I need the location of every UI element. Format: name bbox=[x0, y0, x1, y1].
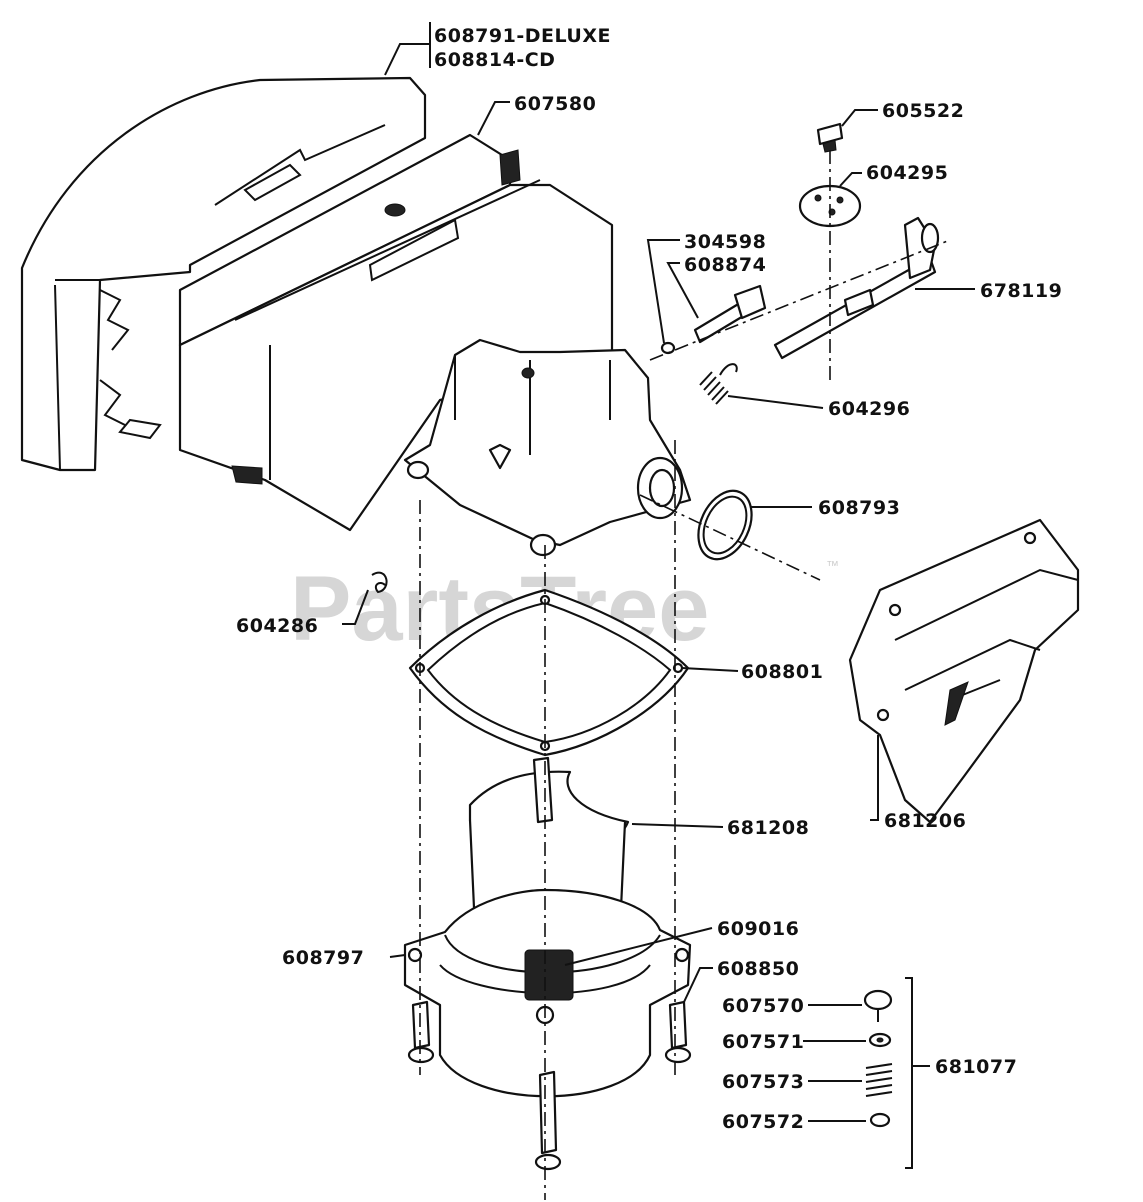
label-608793[interactable]: 608793 bbox=[818, 497, 900, 519]
label-607572[interactable]: 607572 bbox=[722, 1111, 804, 1133]
filter-element[interactable] bbox=[178, 133, 614, 532]
retainer-607572-part[interactable] bbox=[869, 1112, 891, 1128]
label-604296[interactable]: 604296 bbox=[828, 398, 910, 420]
watermark-trademark: ™ bbox=[826, 558, 839, 573]
label-607580[interactable]: 607580 bbox=[514, 93, 596, 115]
label-607570[interactable]: 607570 bbox=[722, 995, 804, 1017]
screw-608850-part[interactable] bbox=[664, 1000, 692, 1064]
part-304598-part[interactable] bbox=[660, 341, 676, 355]
o-ring-part[interactable] bbox=[688, 482, 762, 568]
screw-left-part[interactable] bbox=[407, 1000, 435, 1064]
air-cleaner-cover[interactable] bbox=[20, 76, 427, 472]
screw-605522-part[interactable] bbox=[816, 122, 844, 153]
label-604295[interactable]: 604295 bbox=[866, 162, 948, 184]
clip-604286-part[interactable] bbox=[371, 571, 388, 594]
spring-604296-part[interactable] bbox=[699, 363, 738, 405]
label-681206[interactable]: 681206 bbox=[884, 810, 966, 832]
throttle-shaft-part[interactable] bbox=[773, 216, 940, 360]
label-608801[interactable]: 608801 bbox=[741, 661, 823, 683]
label-608850[interactable]: 608850 bbox=[717, 958, 799, 980]
label-609016[interactable]: 609016 bbox=[717, 918, 799, 940]
cover-681206-part[interactable] bbox=[848, 518, 1080, 824]
fuel-bowl-608797-part[interactable] bbox=[403, 888, 692, 1098]
label-608814-cd[interactable]: 608814-CD bbox=[434, 49, 555, 71]
label-681077[interactable]: 681077 bbox=[935, 1056, 1017, 1078]
label-608797[interactable]: 608797 bbox=[282, 947, 364, 969]
part-labels: 608791-DELUXE 608814-CD 607580 605522 60… bbox=[236, 25, 1062, 1133]
label-607571[interactable]: 607571 bbox=[722, 1031, 804, 1053]
spring-607573-part[interactable] bbox=[865, 1063, 893, 1097]
label-304598[interactable]: 304598 bbox=[684, 231, 766, 253]
label-608791-deluxe[interactable]: 608791-DELUXE bbox=[434, 25, 611, 47]
label-681208[interactable]: 681208 bbox=[727, 817, 809, 839]
centerlines bbox=[419, 150, 951, 1200]
gasket-608801-part[interactable] bbox=[408, 588, 690, 757]
needle-608874-part[interactable] bbox=[693, 284, 767, 344]
label-678119[interactable]: 678119 bbox=[980, 280, 1062, 302]
carburetor-body[interactable] bbox=[403, 338, 692, 557]
label-607573[interactable]: 607573 bbox=[722, 1071, 804, 1093]
seat-607571-part[interactable] bbox=[868, 1032, 892, 1048]
check-valve-607570-part[interactable] bbox=[863, 989, 893, 1022]
label-605522[interactable]: 605522 bbox=[882, 100, 964, 122]
screw-center-part[interactable] bbox=[534, 1070, 562, 1171]
label-608874[interactable]: 608874 bbox=[684, 254, 766, 276]
leader-lines bbox=[342, 22, 975, 1169]
label-604286[interactable]: 604286 bbox=[236, 615, 318, 637]
